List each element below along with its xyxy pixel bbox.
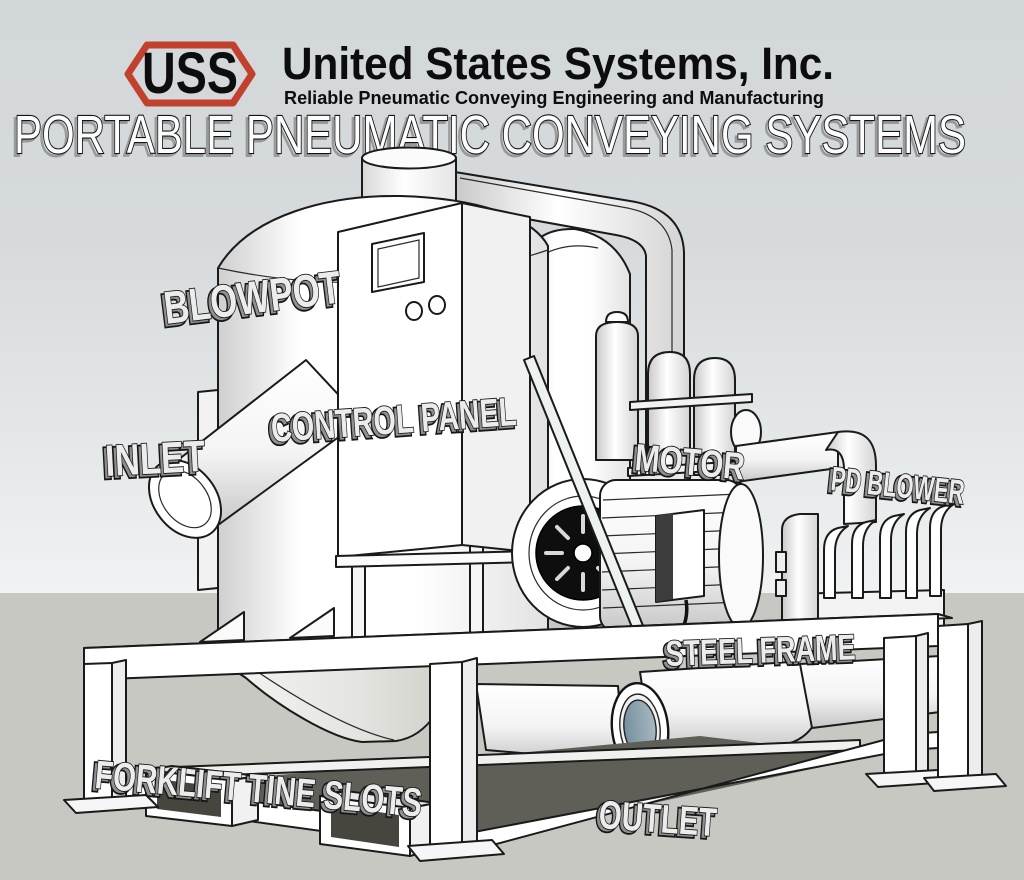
frame-leg-front-left bbox=[63, 659, 159, 814]
label-motor: MOTOR MOTOR bbox=[628, 436, 747, 492]
panel-side-face bbox=[461, 202, 531, 553]
label-steel-frame: STEEL FRAME STEEL FRAME bbox=[660, 625, 857, 678]
label-outlet: OUTLET OUTLET bbox=[592, 792, 719, 849]
label-steel-frame-back: STEEL FRAME bbox=[662, 629, 853, 677]
label-blowpot: BLOWPOT BLOWPOT bbox=[156, 260, 344, 339]
gusset-left bbox=[199, 611, 245, 643]
label-inlet-back: INLET bbox=[101, 434, 204, 488]
label-outlet-back: OUTLET bbox=[594, 795, 715, 847]
label-steel-frame-text: STEEL FRAME bbox=[665, 626, 856, 674]
indicator-light-1 bbox=[405, 301, 423, 321]
label-motor-back: MOTOR bbox=[630, 439, 743, 490]
control-panel-box bbox=[335, 202, 533, 641]
pd-blower-unit bbox=[775, 503, 955, 633]
blower-fins bbox=[823, 503, 955, 599]
uss-logo: USS bbox=[124, 41, 256, 107]
label-inlet: INLET INLET bbox=[99, 431, 207, 491]
forklift-tine-slot-left bbox=[145, 765, 259, 827]
page-title-block: PORTABLE PNEUMATIC CONVEYING SYSTEMS POR… bbox=[10, 106, 967, 165]
fan-hub bbox=[573, 543, 593, 563]
hopper-cone bbox=[227, 665, 453, 743]
forklift-tine-slot-right bbox=[319, 790, 437, 857]
frame-leg-front-right bbox=[865, 632, 951, 788]
indicator-light-2 bbox=[428, 295, 446, 315]
blower-end-housing bbox=[781, 513, 819, 633]
page-title-shadow: PORTABLE PNEUMATIC CONVEYING SYSTEMS bbox=[12, 108, 964, 165]
filter-cartridge bbox=[595, 311, 639, 461]
steel-frame-structure bbox=[63, 607, 1007, 862]
company-name: United States Systems, Inc. bbox=[282, 38, 834, 89]
header: USS United States Systems, Inc. Reliable… bbox=[124, 38, 834, 108]
gusset-right bbox=[289, 607, 335, 639]
label-inlet-text: INLET bbox=[104, 432, 207, 486]
panel-front-face bbox=[337, 202, 463, 558]
uss-logo-text: USS bbox=[142, 41, 238, 106]
frame-leg-front-middle bbox=[407, 657, 505, 862]
label-outlet-text: OUTLET bbox=[597, 793, 718, 845]
page-title: PORTABLE PNEUMATIC CONVEYING SYSTEMS bbox=[14, 106, 966, 164]
inlet-mouth bbox=[147, 459, 223, 539]
frame-leg-rear-right bbox=[923, 620, 1007, 792]
company-tagline: Reliable Pneumatic Conveying Engineering… bbox=[284, 88, 824, 108]
uss-logo-hexagon bbox=[124, 41, 256, 107]
shelf-plate-upper bbox=[629, 393, 753, 411]
discharge-pipe bbox=[735, 430, 877, 525]
motor-end-bell bbox=[718, 483, 764, 629]
